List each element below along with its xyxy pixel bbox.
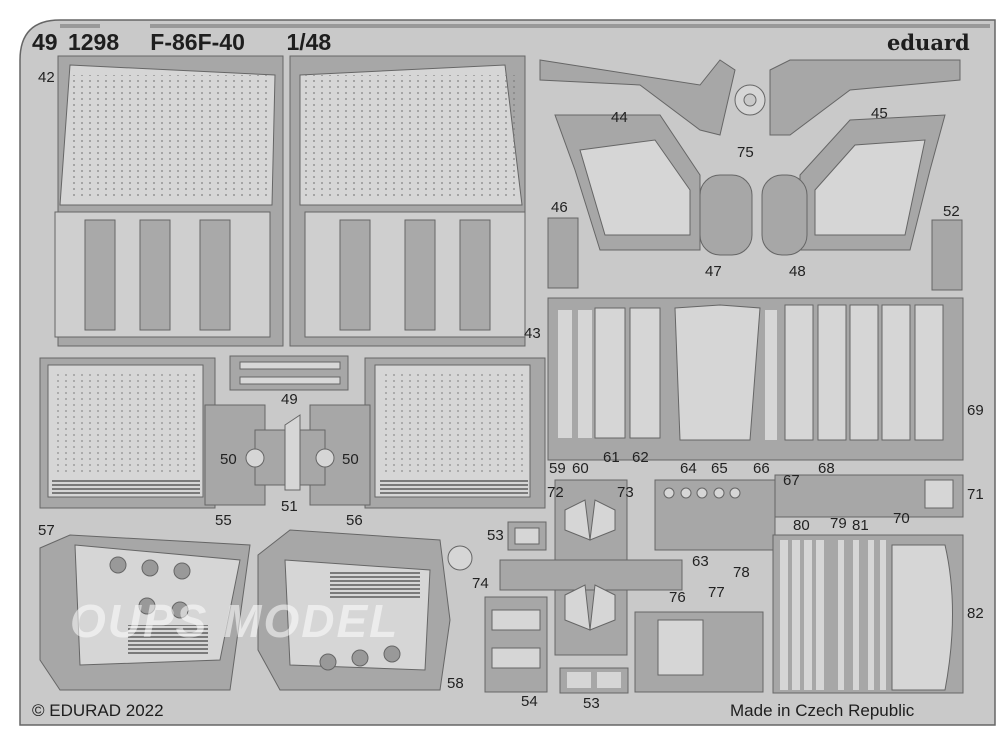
- part-label: 68: [818, 460, 835, 477]
- part-label: 61: [603, 449, 620, 466]
- part-label: 59: [549, 460, 566, 477]
- part-label: 48: [789, 263, 806, 280]
- part-label: 79: [830, 515, 847, 532]
- part-label: 77: [708, 584, 725, 601]
- part-label: 72: [547, 484, 564, 501]
- part-label: 42: [38, 69, 55, 86]
- part-label: 78: [733, 564, 750, 581]
- watermark: OUPS MODEL: [70, 595, 400, 647]
- part-label: 62: [632, 449, 649, 466]
- brand-logo: eduard: [887, 30, 970, 55]
- part-label: 60: [572, 460, 589, 477]
- part-label: 64: [680, 460, 697, 477]
- part-72-73: [499, 479, 683, 656]
- part-label: 65: [711, 460, 728, 477]
- part-label: 50: [220, 451, 237, 468]
- part-label: 58: [447, 675, 464, 692]
- part-label: 51: [281, 498, 298, 515]
- part-label: 53: [487, 527, 504, 544]
- part-56: [309, 357, 546, 509]
- origin-text: Made in Czech Republic: [730, 701, 915, 720]
- part-63: [654, 479, 776, 551]
- part-43: [289, 55, 526, 347]
- part-label: 82: [967, 605, 984, 622]
- part-55: [39, 357, 266, 509]
- part-54: [484, 596, 548, 693]
- part-label: 63: [692, 553, 709, 570]
- part-label: 55: [215, 512, 232, 529]
- part-53b: [559, 667, 629, 694]
- part-label: 45: [871, 105, 888, 122]
- part-label: 56: [346, 512, 363, 529]
- part-44: [539, 59, 736, 136]
- part-label: 66: [753, 460, 770, 477]
- part-label: 46: [551, 199, 568, 216]
- part-48: [761, 114, 946, 256]
- part-label: 52: [943, 203, 960, 220]
- part-70-71: [774, 474, 964, 518]
- part-label: 81: [852, 517, 869, 534]
- part-label: 73: [617, 484, 634, 501]
- part-label: 49: [281, 391, 298, 408]
- part-label: 43: [524, 325, 541, 342]
- part-label: 44: [611, 109, 628, 126]
- copyright-text: © EDURAD 2022: [32, 701, 164, 720]
- part-label: 54: [521, 693, 538, 710]
- part-label: 50: [342, 451, 359, 468]
- part-label: 69: [967, 402, 984, 419]
- part-label: 70: [893, 510, 910, 527]
- part-76-78: [634, 611, 764, 693]
- part-52: [931, 219, 963, 291]
- part-label: 76: [669, 589, 686, 606]
- part-59-68: [547, 297, 964, 461]
- part-50-51: [245, 414, 335, 491]
- part-label: 67: [783, 472, 800, 489]
- part-49: [229, 355, 349, 391]
- part-45: [769, 59, 961, 136]
- part-label: 71: [967, 486, 984, 503]
- part-53: [507, 521, 547, 551]
- part-75: [734, 84, 766, 116]
- part-label: 57: [38, 522, 55, 539]
- fret-title: 49 1298 F-86F-40 1/48: [32, 29, 332, 55]
- part-57: [39, 534, 251, 691]
- part-58: [257, 529, 473, 691]
- part-label: 47: [705, 263, 722, 280]
- part-label: 75: [737, 144, 754, 161]
- part-42: [54, 55, 284, 347]
- part-79-82: [772, 534, 964, 694]
- part-label: 80: [793, 517, 810, 534]
- part-46: [547, 217, 579, 289]
- part-label: 53: [583, 695, 600, 712]
- part-label: 74: [472, 575, 489, 592]
- part-47: [554, 114, 753, 256]
